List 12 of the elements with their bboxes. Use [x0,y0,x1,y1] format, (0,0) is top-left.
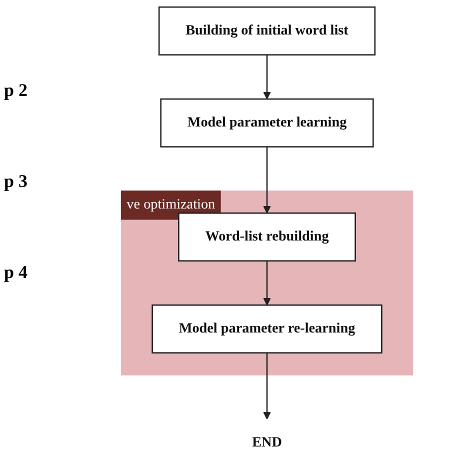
node-box: Word-list rebuilding [178,212,356,262]
arrow [263,352,271,420]
arrow [263,260,271,306]
arrow [263,54,271,100]
node-box: Building of initial word list [158,6,376,56]
step-label: p 4 [4,262,29,283]
node-text: END [252,435,282,450]
node-box: Model parameter learning [160,98,374,148]
step-label: p 2 [4,80,29,101]
arrow [263,146,271,214]
node-box: Model parameter re-learning [152,304,382,354]
step-label: p 3 [4,171,29,192]
